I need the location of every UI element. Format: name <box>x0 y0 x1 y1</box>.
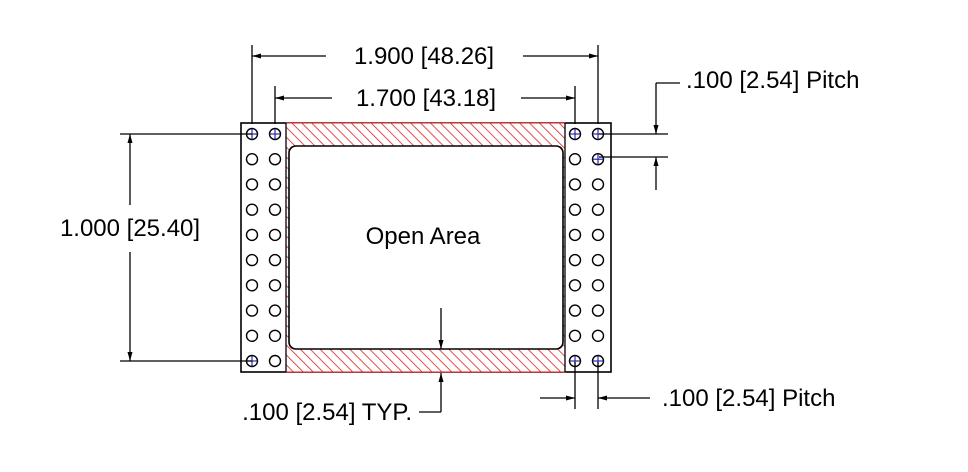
pin-hole <box>568 152 582 166</box>
pin-hole-grid <box>245 127 605 368</box>
pin-hole <box>568 203 582 216</box>
pin-hole <box>591 304 605 317</box>
pin-hole <box>268 329 282 342</box>
vertical-pitch-label: .100 [2.54] Pitch <box>686 67 859 94</box>
pin-hole <box>268 279 282 292</box>
pin-hole <box>245 279 259 292</box>
pin-hole <box>245 203 259 216</box>
pin-hole <box>591 203 605 216</box>
height-label: 1.000 [25.40] <box>60 215 200 242</box>
pin-hole <box>568 304 582 317</box>
border-typ-label: .100 [2.54] TYP. <box>242 399 412 426</box>
pin-hole <box>591 253 605 267</box>
pin-hole <box>268 304 282 317</box>
open-area-cutout <box>288 145 564 350</box>
pin-hole <box>268 203 282 216</box>
pin-hole <box>268 152 282 166</box>
pin-hole <box>245 152 259 166</box>
horizontal-pitch-label: .100 [2.54] Pitch <box>662 385 835 412</box>
pin-hole <box>591 228 605 242</box>
pin-hole <box>268 354 282 368</box>
pin-hole <box>568 228 582 242</box>
pin-hole <box>268 253 282 267</box>
pin-hole <box>245 304 259 317</box>
pin-hole <box>568 329 582 342</box>
pin-hole <box>591 279 605 292</box>
height-dimension: 1.000 [25.40] <box>60 133 252 362</box>
pin-hole <box>268 228 282 242</box>
pin-hole <box>268 178 282 191</box>
pin-hole <box>568 253 582 267</box>
inner-width-label: 1.700 [43.18] <box>356 85 496 112</box>
open-area-label: Open Area <box>366 223 481 250</box>
pin-hole <box>568 178 582 191</box>
outer-width-label: 1.900 [48.26] <box>354 43 494 70</box>
border-typ-dimension: .100 [2.54] TYP. <box>242 308 444 426</box>
pin-hole <box>245 329 259 342</box>
pin-hole <box>245 178 259 191</box>
pin-hole <box>245 228 259 242</box>
pin-hole <box>591 329 605 342</box>
horizontal-pitch-dimension: .100 [2.54] Pitch <box>540 362 835 412</box>
pin-hole <box>245 253 259 267</box>
outer-width-dimension: 1.900 [48.26] <box>251 43 599 124</box>
inner-width-dimension: 1.700 [43.18] <box>274 85 576 124</box>
pin-hole <box>591 178 605 191</box>
pin-hole <box>568 279 582 292</box>
vertical-pitch-dimension: .100 [2.54] Pitch <box>599 67 859 190</box>
